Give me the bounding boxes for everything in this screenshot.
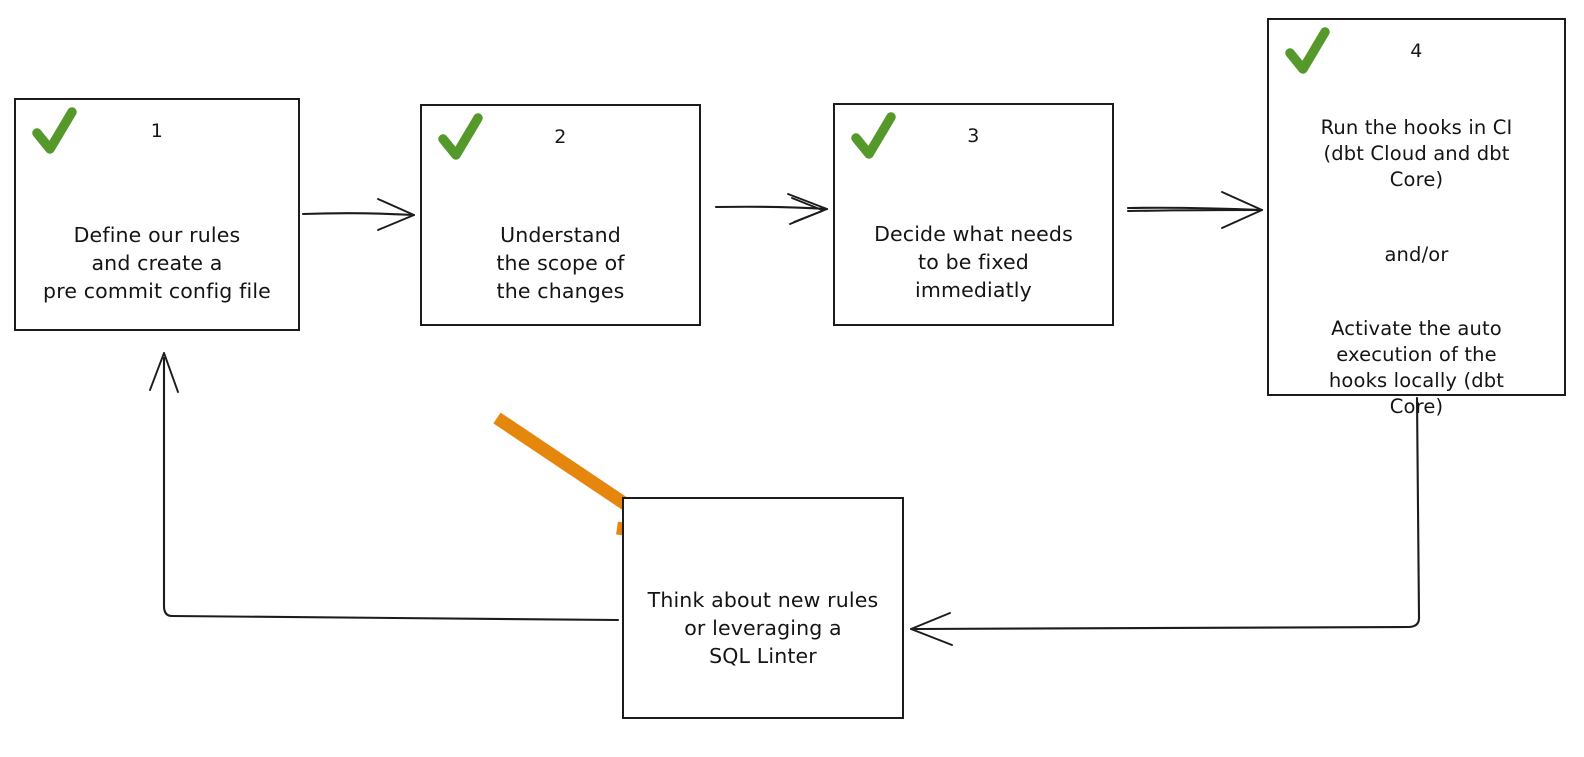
connector-node3-to-node4 [1126,191,1264,229]
node-1-number: 1 [150,120,164,142]
node-1-text: Define our rules and create a pre commit… [16,100,298,333]
node-2-number: 2 [554,126,567,148]
connector-loop-to-node1 [149,352,620,622]
node-4-paragraph-2: and/or [1384,242,1449,266]
connector-node2-to-node3 [714,193,829,225]
node-loop-paragraph-1: Think about new rules or leveraging a SQ… [647,587,879,668]
node-4-paragraph-1: Run the hooks in CI (dbt Cloud and dbt C… [1320,116,1513,192]
node-1-paragraph-1: Define our rules and create a pre commit… [43,222,271,303]
flow-step-3[interactable]: 3 Decide what needs to be fixed immediat… [833,103,1114,326]
connector-node1-to-node2 [301,198,416,231]
node-3-number: 3 [967,125,980,147]
flow-step-4[interactable]: 4 Run the hooks in CI (dbt Cloud and dbt… [1267,18,1566,418]
node-2-text: Understand the scope of the changes [422,106,699,333]
node-4-paragraph-3: Activate the auto execution of the hooks… [1328,316,1505,419]
node-2-paragraph-1: Understand the scope of the changes [496,222,625,303]
node-loop-text: Think about new rules or leveraging a SQ… [624,499,902,698]
flow-step-1[interactable]: 1 Define our rules and create a pre comm… [14,98,300,331]
node-3-paragraph-1: Decide what needs to be fixed immediatly [874,221,1073,302]
flow-step-feedback[interactable]: Think about new rules or leveraging a SQ… [622,497,904,719]
node-4-number: 4 [1410,40,1423,62]
connector-node4-to-loop [910,396,1421,646]
node-3-text: Decide what needs to be fixed immediatly [835,105,1112,332]
node-4-text: Run the hooks in CI (dbt Cloud and dbt C… [1269,20,1564,447]
flow-step-2[interactable]: 2 Understand the scope of the changes [420,104,701,326]
